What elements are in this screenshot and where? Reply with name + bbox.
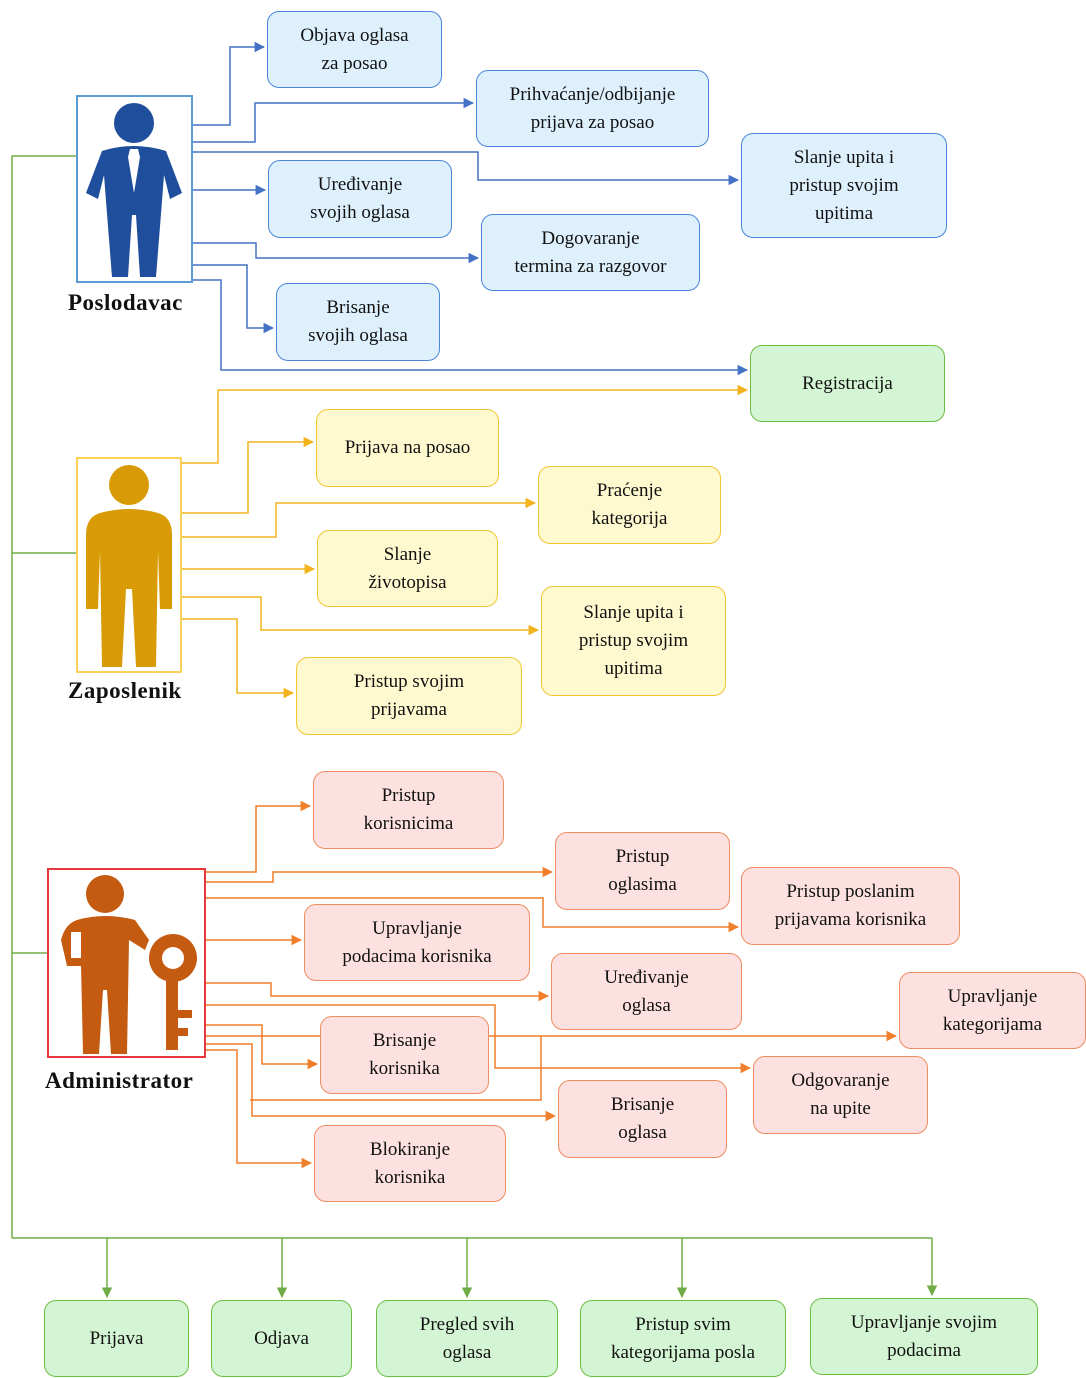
connector-employer-registracija [193,279,749,376]
action-pristup-oglasima: Pristup oglasima [555,832,730,910]
action-slanje-upita-zaposlenik: Slanje upita i pristup svojim upitima [541,586,726,696]
admin-label: Administrator [45,1068,194,1093]
action-prijava: Prijava [44,1300,189,1377]
action-uredivanje-svojih-oglasa: Uređivanje svojih oglasa [268,160,452,238]
connector-admin-prijave [206,897,740,933]
connector-admin-brisanje-korisnika [206,1024,319,1070]
worker-icon [86,465,172,667]
connector-employee-registracija [182,384,749,464]
connector-common-trunk [11,155,76,1238]
action-dogovaranje-termina: Dogovaranje termina za razgovor [481,214,700,291]
admin-actor [47,868,206,1058]
connector-employer-dogovaranje [193,242,480,264]
action-objava-oglasa: Objava oglasa za posao [267,11,442,88]
connector-employer-slanje-upita [193,151,740,186]
connector-employee-slanje-upita [182,596,540,636]
employee-label: Zaposlenik [68,678,182,703]
action-pracenje-kategorija: Praćenje kategorija [538,466,721,544]
action-pristup-poslanim-prijavama: Pristup poslanim prijavama korisnika [741,867,960,945]
connector-employer-brisanje [193,264,275,334]
action-pristup-korisnicima: Pristup korisnicima [313,771,504,849]
action-upravljanje-podacima-korisnika: Upravljanje podacima korisnika [304,904,530,981]
action-blokiranje-korisnika: Blokiranje korisnika [314,1125,506,1202]
action-odjava: Odjava [211,1300,352,1377]
connector-employee-pracenje [182,497,537,538]
action-upravljanje-svojim-podacima: Upravljanje svojim podacima [810,1298,1038,1375]
connector-admin-uredivanje [206,982,550,1002]
action-slanje-upita-poslodavac: Slanje upita i pristup svojim upitima [741,133,947,238]
action-prihvacanje-prijava: Prihvaćanje/odbijanje prijava za posao [476,70,709,147]
action-pregled-svih-oglasa: Pregled svih oglasa [376,1300,558,1377]
businessman-icon [86,103,182,277]
connector-employee-prijava-posao [182,436,315,514]
action-uredivanje-oglasa: Uređivanje oglasa [551,953,742,1030]
connector-admin-oglasi [206,866,554,883]
employee-actor [76,457,182,673]
connector-employer-objava [193,41,266,126]
connector-admin-brisanje-oglasa [206,1043,557,1122]
action-brisanje-korisnika: Brisanje korisnika [320,1016,489,1094]
employer-label: Poslodavac [68,290,183,315]
connector-employee-prijavama [182,618,295,699]
action-pristup-svojim-prijavama: Pristup svojim prijavama [296,657,522,735]
admin-with-key-icon [61,875,197,1054]
action-slanje-zivotopisa: Slanje životopisa [317,530,498,607]
action-registracija: Registracija [750,345,945,422]
action-upravljanje-kategorijama: Upravljanje kategorijama [899,972,1086,1049]
action-pristup-svim-kategorijama: Pristup svim kategorijama posla [580,1300,786,1377]
employer-actor [76,95,193,283]
connector-employer-prihvacanje [193,97,475,143]
action-brisanje-svojih-oglasa: Brisanje svojih oglasa [276,283,440,361]
action-brisanje-oglasa: Brisanje oglasa [558,1080,727,1158]
action-odgovaranje-na-upite: Odgovaranje na upite [753,1056,928,1134]
connector-admin-blokiranje [206,1049,313,1169]
action-prijava-na-posao: Prijava na posao [316,409,499,487]
connector-admin-korisnici [206,800,312,873]
